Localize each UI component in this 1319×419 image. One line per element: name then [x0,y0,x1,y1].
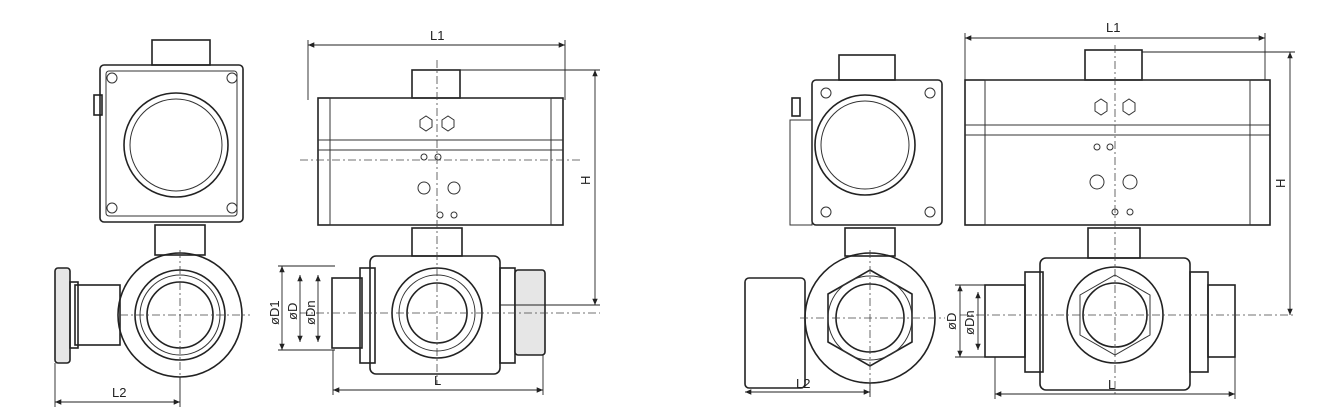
left-d1-label: øD1 [267,300,282,325]
left-l1-label: L1 [430,28,444,43]
right-l1-label: L1 [1106,20,1120,35]
left-l2-label: L2 [112,385,126,400]
left-dn-label: øDn [303,300,318,325]
left-d-label: øD [285,303,300,320]
right-l2-label: L2 [796,376,810,391]
right-dimension-lines [745,33,1295,399]
clamp-valve-front-view [300,60,600,385]
right-h-label: H [1273,179,1288,188]
threaded-valve-front-view [960,45,1295,395]
clamp-valve-side-view [54,39,250,380]
right-dn-label: øDn [962,310,977,335]
left-h-label: H [578,176,593,185]
left-l-label: L [434,373,441,388]
left-dimension-lines [54,40,600,407]
threaded-valve-side-view [744,54,945,390]
right-l-label: L [1108,377,1115,392]
right-d-label: øD [944,313,959,330]
